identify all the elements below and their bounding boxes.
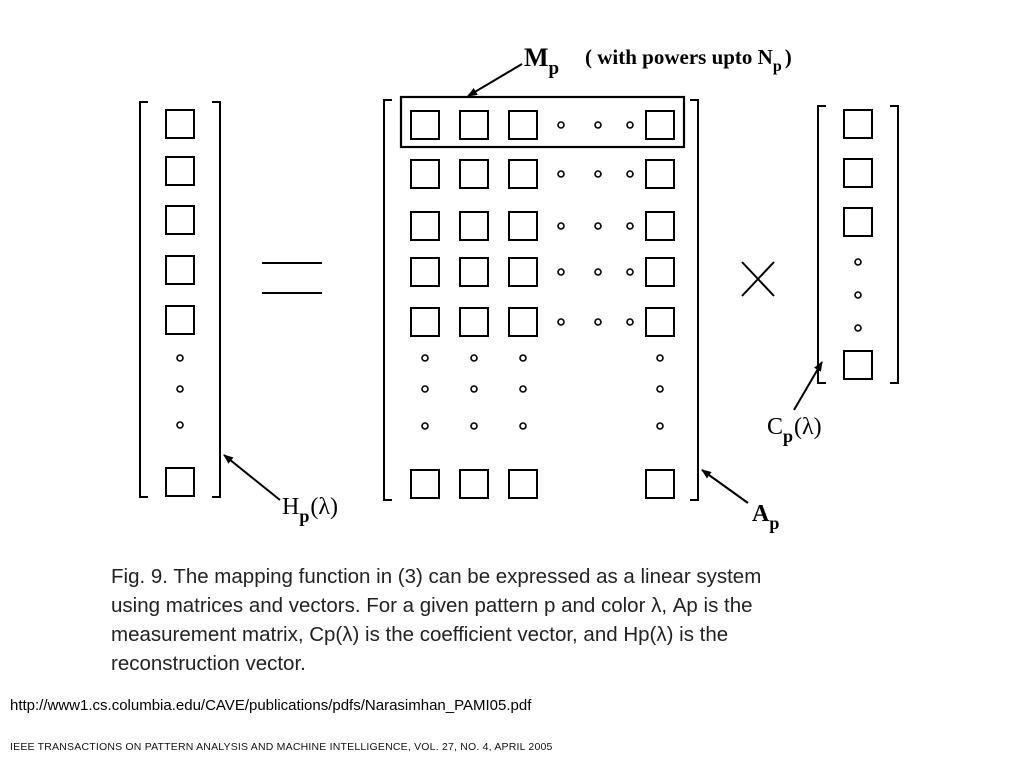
matrix-cell-square bbox=[508, 257, 538, 287]
ellipsis-dot bbox=[594, 121, 602, 129]
ellipsis-dot bbox=[594, 318, 602, 326]
matrix-cell-square bbox=[410, 469, 440, 499]
ap-arrow bbox=[701, 469, 749, 504]
ellipsis-dot bbox=[656, 385, 664, 393]
linear-system-diagram: Mp ( with powers upto Np) Hp(λ) Ap Cp(λ) bbox=[139, 43, 899, 533]
matrix-cell-square bbox=[645, 307, 675, 337]
ellipsis-dot bbox=[854, 291, 862, 299]
ellipsis-dot bbox=[656, 422, 664, 430]
ellipsis-dot bbox=[421, 422, 429, 430]
ellipsis-dot bbox=[626, 121, 634, 129]
cp-label: Cp(λ) bbox=[767, 414, 822, 446]
ellipsis-dot bbox=[176, 421, 184, 429]
ellipsis-dot bbox=[854, 324, 862, 332]
ellipsis-dot bbox=[519, 422, 527, 430]
mp-arrow bbox=[467, 63, 523, 97]
ellipsis-dot bbox=[470, 422, 478, 430]
matrix-cell-square bbox=[459, 469, 489, 499]
matrix-cell-square bbox=[410, 307, 440, 337]
caption-line-2: using matrices and vectors. For a given … bbox=[111, 594, 753, 617]
ellipsis-dot bbox=[519, 354, 527, 362]
matrix-cell-square bbox=[843, 158, 873, 188]
figure-caption: Fig. 9. The mapping function in (3) can … bbox=[111, 562, 941, 678]
cp-arrow bbox=[793, 361, 823, 411]
ap-matrix bbox=[383, 95, 699, 501]
cp-right-bracket bbox=[890, 105, 899, 384]
caption-line-4: reconstruction vector. bbox=[111, 652, 306, 675]
matrix-cell-square bbox=[165, 156, 195, 186]
matrix-cell-square bbox=[843, 109, 873, 139]
matrix-cell-square bbox=[508, 469, 538, 499]
matrix-cell-square bbox=[459, 307, 489, 337]
matrix-cell-square bbox=[645, 110, 675, 140]
ellipsis-dot bbox=[557, 121, 565, 129]
hp-right-bracket bbox=[212, 101, 221, 498]
ap-left-bracket bbox=[383, 99, 392, 501]
matrix-cell-square bbox=[645, 469, 675, 499]
ellipsis-dot bbox=[626, 170, 634, 178]
ellipsis-dot bbox=[176, 385, 184, 393]
caption-line-1: Fig. 9. The mapping function in (3) can … bbox=[111, 565, 762, 588]
cp-cells bbox=[843, 109, 873, 380]
matrix-cell-square bbox=[508, 307, 538, 337]
ellipsis-dot bbox=[421, 385, 429, 393]
ellipsis-dot bbox=[421, 354, 429, 362]
matrix-cell-square bbox=[165, 305, 195, 335]
matrix-cell-square bbox=[508, 211, 538, 241]
matrix-cell-square bbox=[410, 257, 440, 287]
matrix-cell-square bbox=[410, 110, 440, 140]
matrix-cell-square bbox=[165, 467, 195, 497]
ellipsis-dot bbox=[626, 222, 634, 230]
source-url[interactable]: http://www1.cs.columbia.edu/CAVE/publica… bbox=[10, 697, 532, 714]
ellipsis-dot bbox=[656, 354, 664, 362]
matrix-cell-square bbox=[645, 211, 675, 241]
ellipsis-dot bbox=[594, 222, 602, 230]
ellipsis-dot bbox=[557, 222, 565, 230]
ellipsis-dot bbox=[557, 318, 565, 326]
ap-cells bbox=[410, 110, 675, 499]
ellipsis-dot bbox=[176, 354, 184, 362]
mp-row-highlight bbox=[399, 95, 686, 149]
cp-left-bracket bbox=[817, 105, 826, 384]
matrix-cell-square bbox=[645, 159, 675, 189]
ellipsis-dot bbox=[557, 170, 565, 178]
caption-line-3: measurement matrix, Cp(λ) is the coeffic… bbox=[111, 623, 729, 646]
ap-right-bracket bbox=[690, 99, 699, 501]
ellipsis-dot bbox=[594, 268, 602, 276]
matrix-cell-square bbox=[459, 257, 489, 287]
matrix-cell-square bbox=[843, 207, 873, 237]
matrix-cell-square bbox=[508, 110, 538, 140]
matrix-cell-square bbox=[459, 159, 489, 189]
ellipsis-dot bbox=[594, 170, 602, 178]
matrix-cell-square bbox=[165, 205, 195, 235]
ellipsis-dot bbox=[519, 385, 527, 393]
matrix-cell-square bbox=[459, 110, 489, 140]
equals-sign bbox=[262, 262, 322, 294]
matrix-cell-square bbox=[843, 350, 873, 380]
hp-vector bbox=[139, 101, 221, 498]
cp-vector bbox=[817, 105, 899, 384]
matrix-cell-square bbox=[165, 109, 195, 139]
ellipsis-dot bbox=[557, 268, 565, 276]
hp-left-bracket bbox=[139, 101, 148, 498]
hp-cells bbox=[165, 109, 195, 497]
matrix-cell-square bbox=[410, 159, 440, 189]
ellipsis-dot bbox=[854, 258, 862, 266]
hp-arrow bbox=[223, 454, 281, 501]
matrix-cell-square bbox=[459, 211, 489, 241]
times-sign bbox=[741, 261, 775, 297]
matrix-cell-square bbox=[165, 255, 195, 285]
mp-label: Mp bbox=[524, 43, 559, 79]
journal-citation: IEEE TRANSACTIONS ON PATTERN ANALYSIS AN… bbox=[10, 741, 553, 753]
hp-label: Hp(λ) bbox=[282, 494, 338, 526]
ellipsis-dot bbox=[470, 385, 478, 393]
matrix-cell-square bbox=[410, 211, 440, 241]
ap-label: Ap bbox=[752, 501, 779, 533]
matrix-cell-square bbox=[508, 159, 538, 189]
ellipsis-dot bbox=[470, 354, 478, 362]
mp-note: ( with powers upto Np) bbox=[585, 45, 792, 75]
ellipsis-dot bbox=[626, 268, 634, 276]
ellipsis-dot bbox=[626, 318, 634, 326]
matrix-cell-square bbox=[645, 257, 675, 287]
